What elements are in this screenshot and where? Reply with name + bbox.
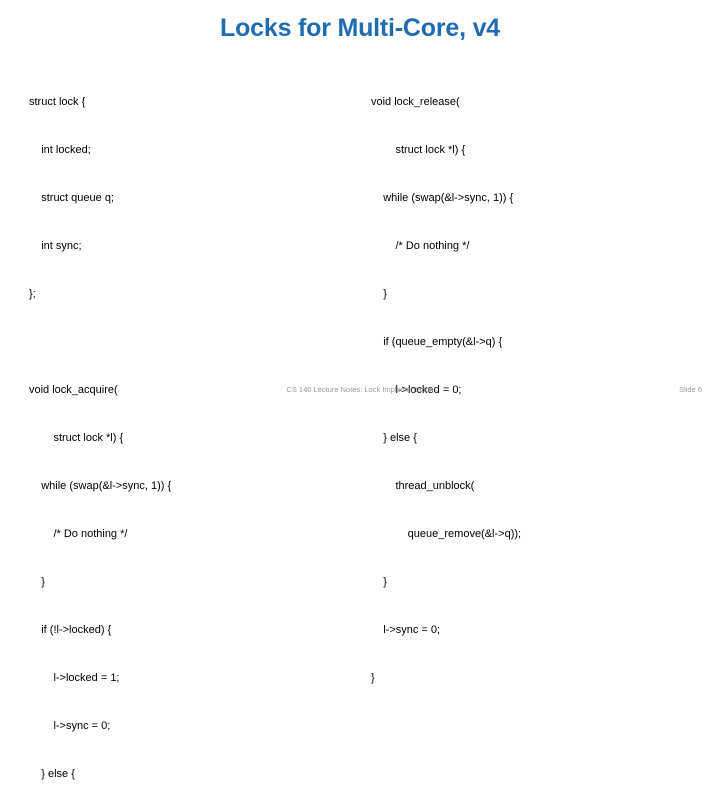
code-block-lock-acquire: struct lock { int locked; struct queue q… [29, 62, 171, 810]
footer-subtitle: CS 140 Lecture Notes: Lock Implementatio… [286, 385, 434, 394]
code-line: struct lock *l) { [29, 432, 124, 444]
code-line: queue_remove(&l->q)); [371, 528, 522, 540]
code-line: } [371, 576, 387, 588]
slide-number: Slide 6 [679, 385, 702, 394]
code-line: while (swap(&l->sync, 1)) { [371, 192, 514, 204]
code-line: if (!l->locked) { [29, 624, 112, 636]
code-line: if (queue_empty(&l->q) { [371, 336, 503, 348]
code-line: } [371, 672, 375, 684]
code-line: thread_unblock( [371, 480, 475, 492]
code-line: int locked; [29, 144, 91, 156]
code-line: /* Do nothing */ [371, 240, 470, 252]
code-line: l->sync = 0; [371, 624, 441, 636]
code-line: while (swap(&l->sync, 1)) { [29, 480, 172, 492]
code-line: void lock_release( [371, 96, 460, 108]
code-line: } [29, 576, 45, 588]
code-line: } else { [371, 432, 417, 444]
code-line: l->locked = 1; [29, 672, 120, 684]
page-title: Locks for Multi-Core, v4 [220, 14, 500, 42]
code-line: int sync; [29, 240, 82, 252]
code-line: l->sync = 0; [29, 720, 111, 732]
slide-footer: CS 140 Lecture Notes: Lock Implementatio… [0, 385, 720, 399]
code-line: struct lock *l) { [371, 144, 466, 156]
code-body: struct lock { int locked; struct queue q… [0, 62, 720, 780]
code-line-blank [29, 334, 171, 350]
slide: Locks for Multi-Core, v4 struct lock { i… [0, 14, 720, 780]
code-line: } else { [29, 768, 75, 780]
code-line: }; [29, 288, 36, 300]
code-line: struct queue q; [29, 192, 114, 204]
code-line: l->locked = 0; [371, 384, 462, 396]
code-line: } [371, 288, 387, 300]
code-line: void lock_acquire( [29, 384, 118, 396]
code-line: struct lock { [29, 96, 86, 108]
code-line: /* Do nothing */ [29, 528, 128, 540]
